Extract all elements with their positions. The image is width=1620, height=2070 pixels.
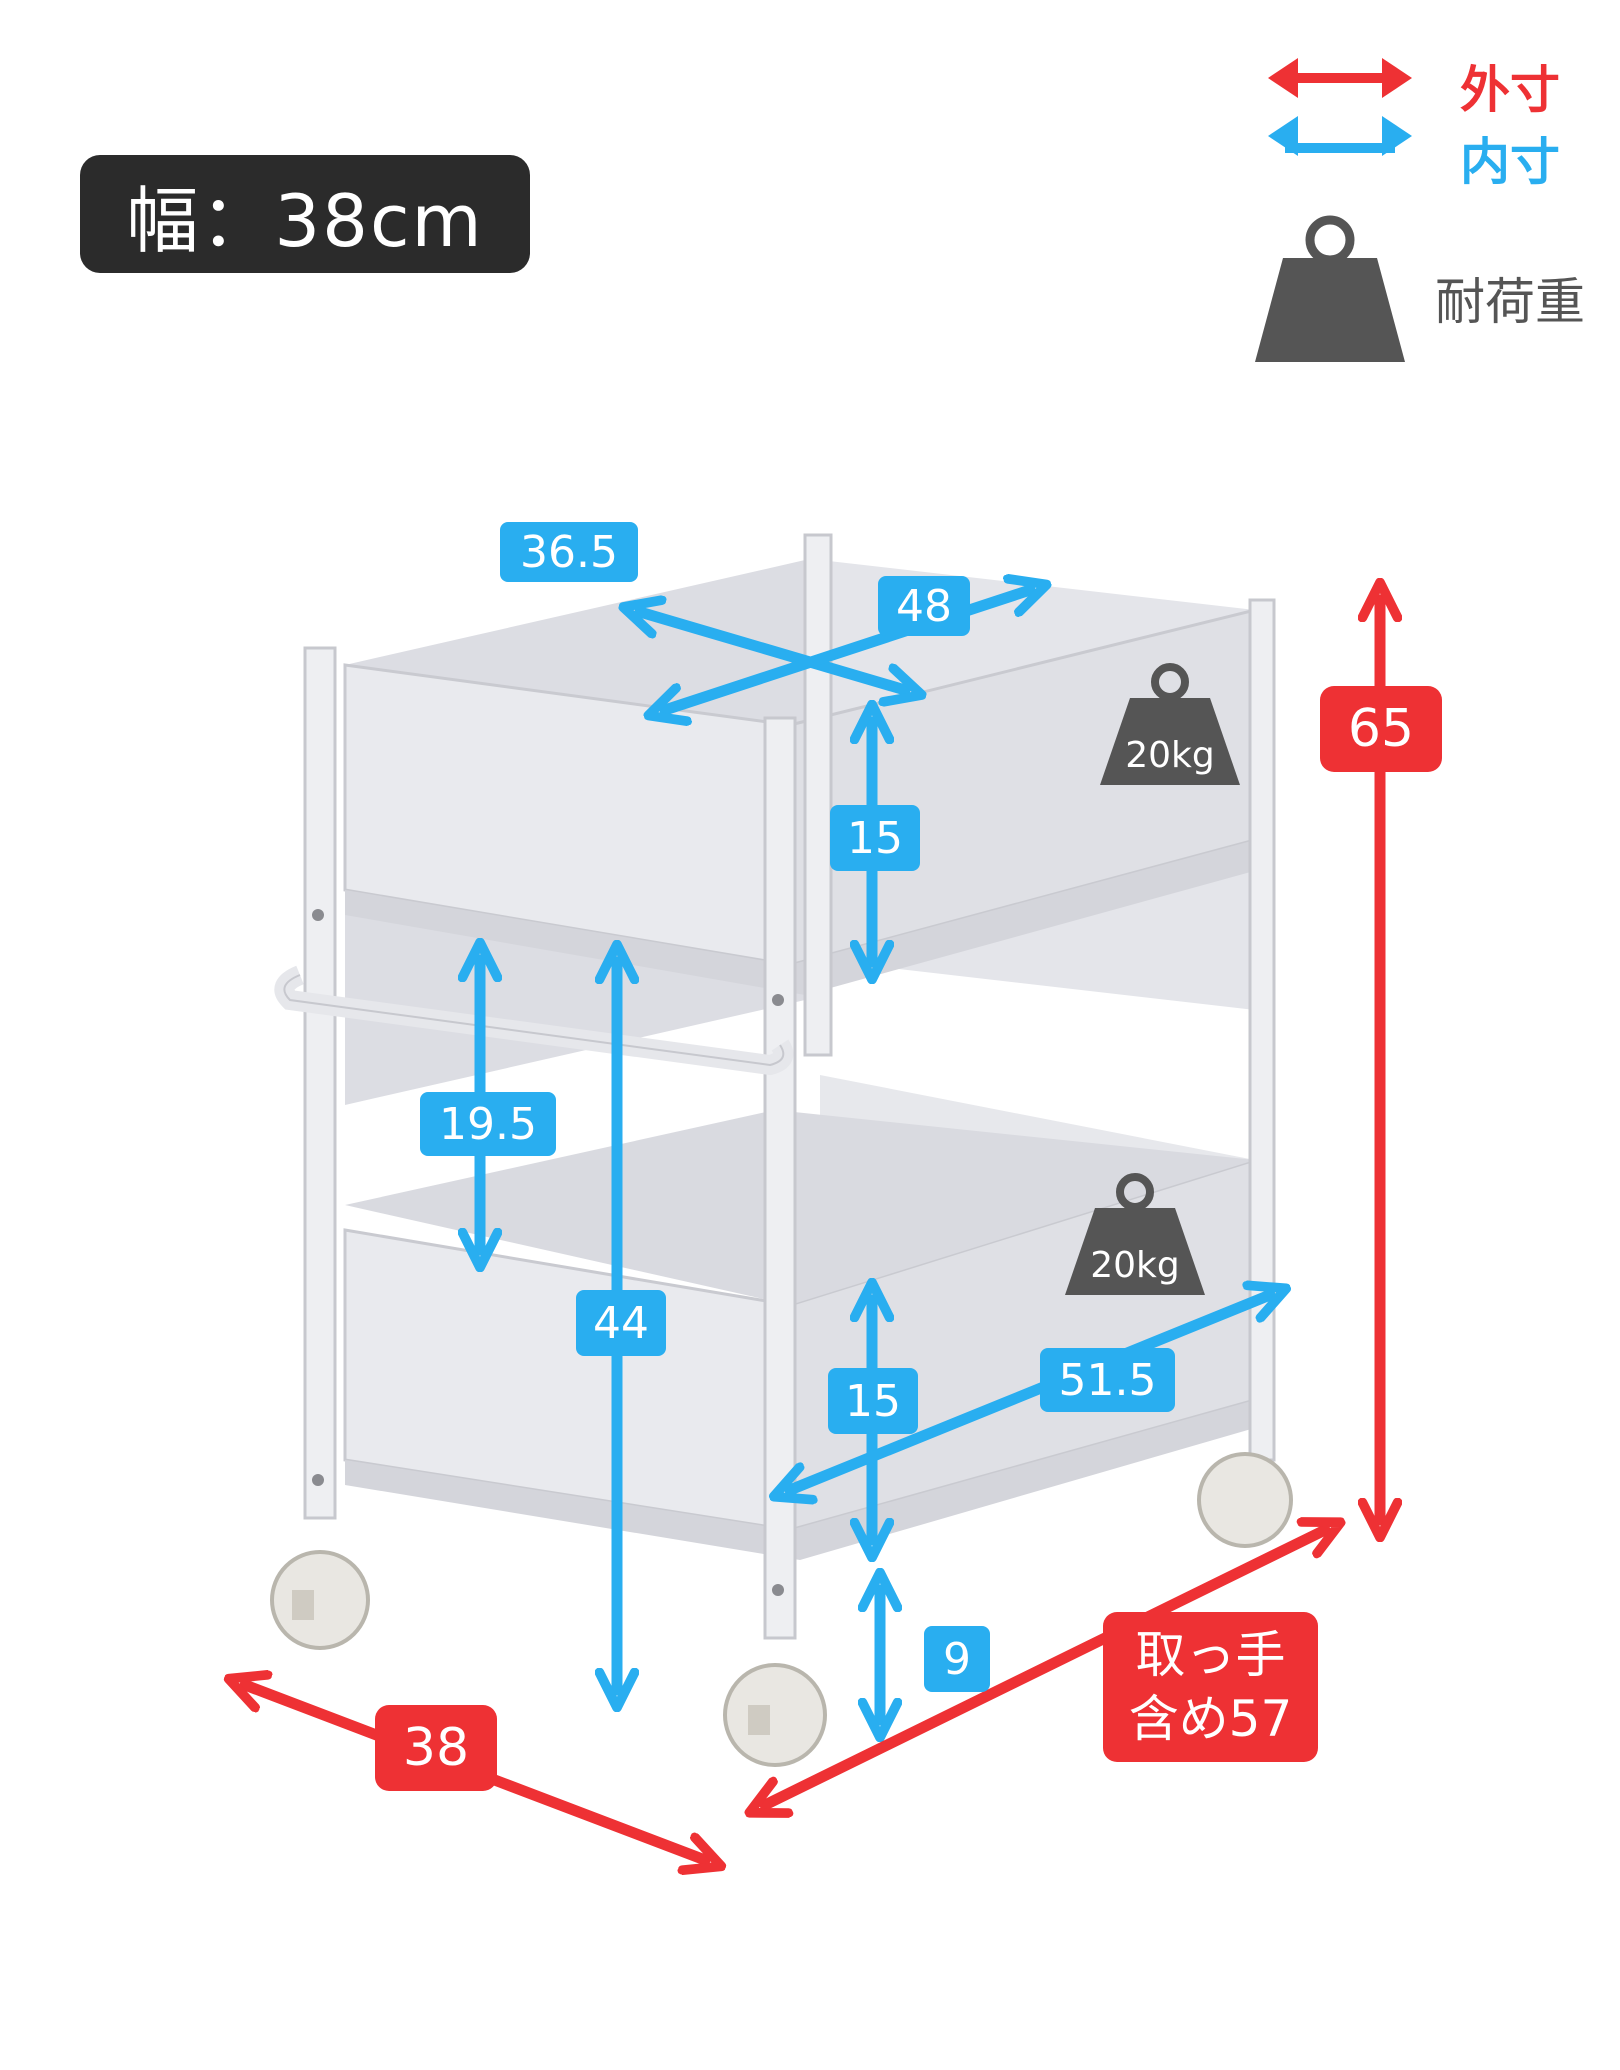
bottom-floor	[345, 1110, 1255, 1305]
label-bottom-depth: 51.5	[1040, 1348, 1175, 1412]
outer-dimension-arrow-icon	[1268, 58, 1412, 98]
top-shelf-weight-icon	[1100, 663, 1240, 785]
arrow-outer-depth	[765, 1530, 1325, 1805]
arrow-top-depth	[665, 590, 1030, 710]
top-shelf-load-label: 20kg	[1125, 735, 1215, 776]
legend-load-label: 耐荷重	[1435, 273, 1585, 331]
label-top-height: 15	[830, 805, 920, 871]
label-gap-height: 19.5	[420, 1092, 556, 1156]
label-outer-height: 65	[1320, 686, 1442, 772]
label-bottom-height: 15	[828, 1368, 918, 1434]
label-top-width: 36.5	[500, 522, 638, 582]
inner-dimension-arrow-icon	[1268, 116, 1412, 156]
label-top-depth: 48	[878, 576, 970, 636]
label-outer-width: 38	[375, 1705, 497, 1791]
weight-icon	[1255, 215, 1405, 362]
legend-arrows	[1268, 58, 1412, 156]
legend-outer-label: 外寸	[1460, 61, 1560, 119]
bottom-shelf-weight-icon	[1065, 1173, 1205, 1295]
label-floor-to-top-shelf: 44	[576, 1290, 666, 1356]
front-left-post	[303, 646, 337, 1520]
arrow-bottom-depth	[790, 1295, 1270, 1490]
bottom-shelf-load-label: 20kg	[1090, 1245, 1180, 1286]
label-outer-depth-line2: 含め57	[1128, 1690, 1293, 1748]
caster-front-left	[270, 1550, 370, 1650]
label-clearance: 9	[924, 1626, 990, 1692]
width-title-badge: 幅：38cm	[80, 155, 530, 273]
legend-inner-label: 内寸	[1460, 133, 1560, 191]
label-outer-depth-line1: 取っ手	[1135, 1626, 1286, 1684]
label-outer-depth: 取っ手 含め57	[1103, 1612, 1318, 1762]
